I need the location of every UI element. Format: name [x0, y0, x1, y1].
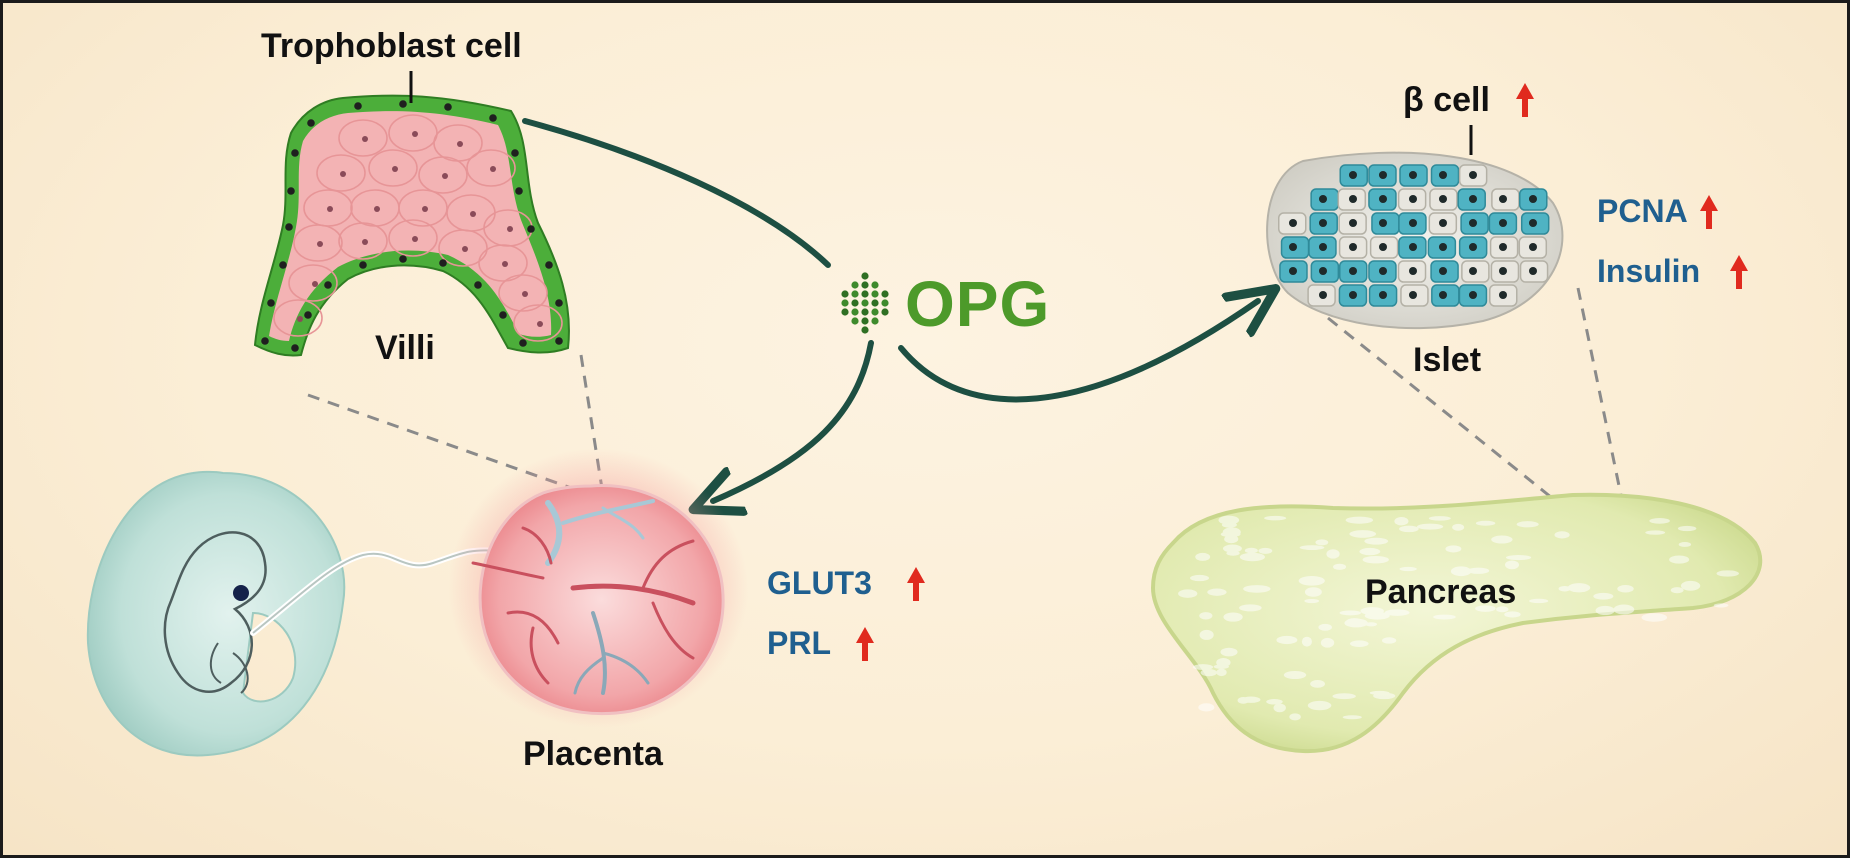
- diagram-artwork: [86, 71, 1763, 757]
- glut3-label: GLUT3: [767, 565, 872, 601]
- arrow-up-icons: [856, 83, 1748, 661]
- islet-label: Islet: [1413, 341, 1482, 379]
- opg-to-placenta-arrow: [713, 340, 874, 501]
- villi-label: Villi: [375, 329, 435, 367]
- opg-to-islet-arrow: [898, 301, 1258, 403]
- villi-tissue: [253, 94, 570, 357]
- arrow-up-icon: [856, 627, 874, 661]
- beta-cell-label: β cell: [1403, 81, 1490, 119]
- islet-illustration: [1266, 151, 1564, 330]
- placenta-illustration: [448, 448, 748, 728]
- arrow-up-icon: [1730, 255, 1748, 289]
- embryo-illustration: [86, 470, 501, 757]
- opg-label: OPG: [905, 268, 1051, 340]
- pcna-label: PCNA: [1597, 193, 1688, 229]
- trophoblast-cell-label: Trophoblast cell: [261, 27, 522, 65]
- pancreas-label: Pancreas: [1365, 573, 1517, 611]
- arrow-up-icon: [1516, 83, 1534, 117]
- arrow-up-icon: [907, 567, 925, 601]
- insulin-label: Insulin: [1597, 253, 1701, 289]
- villi-to-opg-arrow: [522, 118, 831, 268]
- prl-label: PRL: [767, 625, 831, 661]
- placenta-label: Placenta: [523, 735, 663, 773]
- arrow-up-icon: [1700, 195, 1718, 229]
- opg-particles: [841, 272, 889, 334]
- pancreas-illustration: [1150, 492, 1763, 754]
